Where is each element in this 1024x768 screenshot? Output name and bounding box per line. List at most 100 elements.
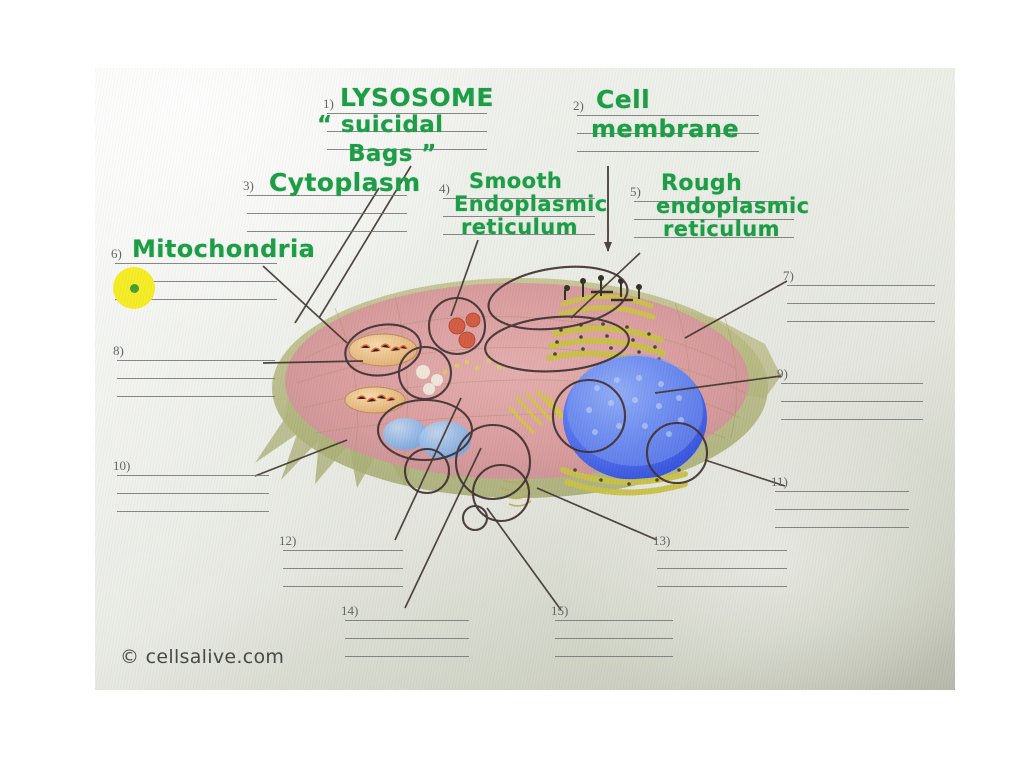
blank-line[interactable]: [787, 285, 935, 286]
answer-number-14: 14): [341, 603, 359, 618]
answer-number-13: 13): [653, 533, 671, 548]
answer-number-4: 4): [439, 181, 450, 196]
answer-blank-5[interactable]: 5): [630, 184, 794, 255]
circle-lysosomes: [427, 296, 487, 356]
cursor-center-dot: [129, 283, 139, 293]
blank-line[interactable]: [555, 620, 673, 621]
answer-blank-12[interactable]: 12): [279, 533, 403, 604]
circle-smooth-er: [454, 423, 532, 501]
blank-line[interactable]: [327, 131, 487, 132]
blank-line[interactable]: [577, 151, 759, 152]
answer-blank-13[interactable]: 13): [653, 533, 787, 604]
answer-blank-6[interactable]: 6): [111, 246, 277, 317]
animal-cell-illustration: [255, 275, 781, 507]
blank-line[interactable]: [634, 201, 794, 202]
handwriting-answer-1-line2: “ suicidal: [317, 112, 444, 138]
answer-blank-1[interactable]: 1): [323, 96, 487, 167]
blank-line[interactable]: [781, 383, 923, 384]
circle-centrioles: [471, 463, 531, 523]
blank-line[interactable]: [443, 234, 595, 235]
answer-number-3: 3): [243, 178, 254, 193]
answer-number-12: 12): [279, 533, 297, 548]
blank-line[interactable]: [775, 509, 909, 510]
cursor-highlight-marker[interactable]: [113, 267, 155, 309]
blank-line[interactable]: [775, 491, 909, 492]
blank-line[interactable]: [787, 321, 935, 322]
handwriting-answer-2-line2: membrane: [591, 115, 740, 143]
blank-line[interactable]: [781, 419, 923, 420]
handwriting-answer-3: Cytoplasm: [269, 168, 421, 197]
blank-line[interactable]: [577, 133, 759, 134]
handwriting-answer-5-line2: endoplasmic: [656, 194, 810, 218]
blank-line[interactable]: [634, 237, 794, 238]
blank-line[interactable]: [117, 493, 269, 494]
blank-line[interactable]: [247, 213, 407, 214]
blank-line[interactable]: [577, 115, 759, 116]
blank-line[interactable]: [117, 378, 275, 379]
handwriting-answer-4-line2: Endoplasmic: [454, 192, 608, 216]
vesicles-small-shape: [416, 365, 443, 395]
blank-line[interactable]: [345, 638, 469, 639]
blank-line[interactable]: [443, 216, 595, 217]
blank-line[interactable]: [443, 198, 595, 199]
blank-line[interactable]: [345, 656, 469, 657]
copyright-notice: © cellsalive.com: [120, 646, 285, 668]
blank-line[interactable]: [115, 281, 277, 282]
blank-line[interactable]: [283, 550, 403, 551]
handwriting-answer-5-line1: Rough: [661, 171, 743, 196]
blank-line[interactable]: [115, 299, 277, 300]
circle-cytoskeleton: [645, 421, 709, 485]
blank-line[interactable]: [787, 303, 935, 304]
circle-small-vesicle: [403, 447, 451, 495]
handwriting-answer-1-line1: LYSOSOME: [340, 83, 494, 112]
blank-line[interactable]: [117, 396, 275, 397]
blank-line[interactable]: [781, 401, 923, 402]
circle-blue-vesicles: [376, 398, 474, 462]
answer-blank-10[interactable]: 10): [113, 458, 269, 529]
blank-line[interactable]: [775, 527, 909, 528]
answer-blank-2[interactable]: 2): [573, 98, 759, 169]
blank-line[interactable]: [117, 475, 269, 476]
blank-line[interactable]: [117, 360, 275, 361]
circle-mitochondrion: [344, 323, 422, 377]
answer-blank-7[interactable]: 7): [783, 268, 935, 339]
answer-blank-3[interactable]: 3): [243, 178, 407, 249]
blank-line[interactable]: [657, 586, 787, 587]
blank-line[interactable]: [327, 149, 487, 150]
handwriting-answer-4-line3: reticulum: [461, 215, 578, 239]
blank-line[interactable]: [247, 195, 407, 196]
answer-number-15: 15): [551, 603, 569, 618]
answer-blank-9[interactable]: 9): [777, 366, 923, 437]
answer-number-6: 6): [111, 246, 122, 261]
blank-line[interactable]: [117, 511, 269, 512]
blank-line[interactable]: [555, 638, 673, 639]
answer-number-9: 9): [777, 366, 788, 381]
rough-er-lower-shape: [560, 467, 688, 496]
handwriting-answer-1-line3: Bags ”: [348, 141, 437, 167]
blank-line[interactable]: [283, 586, 403, 587]
circle-vesicles: [397, 345, 453, 401]
answer-blank-15[interactable]: 15): [551, 603, 673, 674]
golgi-apparatus-shape: [558, 275, 656, 320]
blank-line[interactable]: [247, 231, 407, 232]
nuclear-pores: [586, 375, 684, 437]
handwriting-answer-6: Mitochondria: [132, 235, 316, 263]
blank-line[interactable]: [345, 620, 469, 621]
blank-line[interactable]: [555, 656, 673, 657]
answer-number-2: 2): [573, 98, 584, 113]
blank-line[interactable]: [283, 568, 403, 569]
answer-blank-14[interactable]: 14): [341, 603, 469, 674]
circle-golgi: [487, 265, 629, 331]
circle-rough-er: [484, 315, 630, 373]
blank-line[interactable]: [634, 219, 794, 220]
answer-blank-4[interactable]: 4): [439, 181, 595, 252]
blank-line[interactable]: [657, 550, 787, 551]
answer-blank-11[interactable]: 11): [771, 474, 909, 545]
answer-number-11: 11): [771, 474, 788, 489]
leader-lines-and-ink-circles: [254, 165, 788, 611]
blank-line[interactable]: [327, 113, 487, 114]
answer-blank-8[interactable]: 8): [113, 343, 275, 414]
handwriting-answer-5-line3: reticulum: [663, 217, 780, 241]
blank-line[interactable]: [657, 568, 787, 569]
blank-line[interactable]: [115, 263, 277, 264]
